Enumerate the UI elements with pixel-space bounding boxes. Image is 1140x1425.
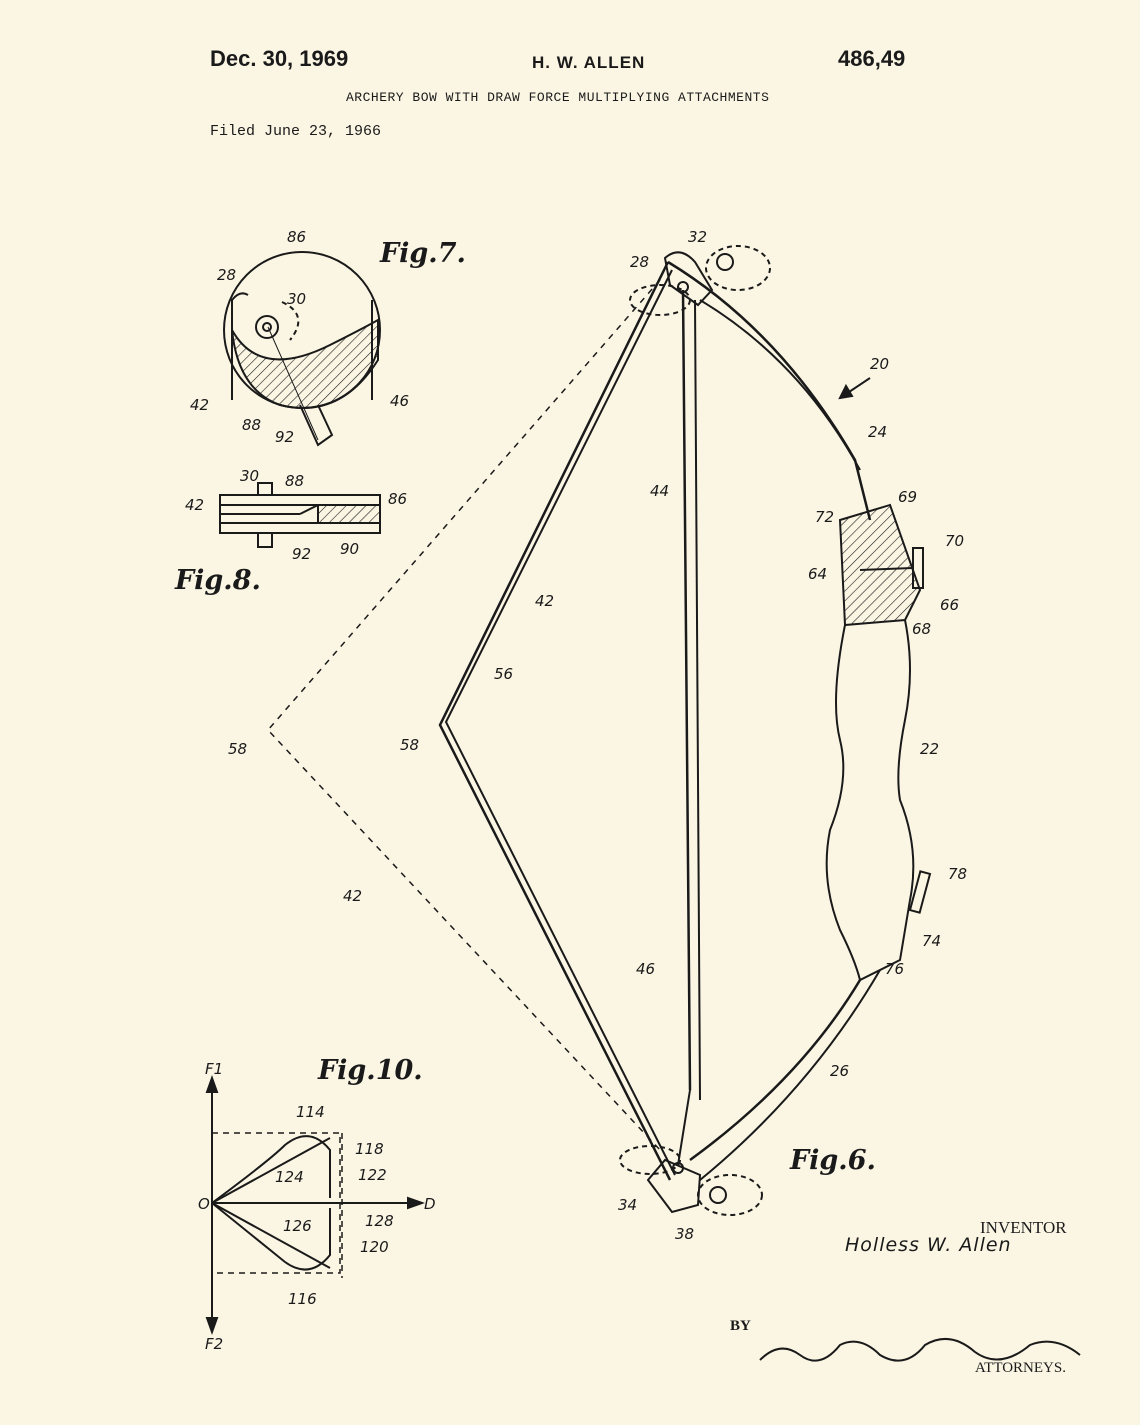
fig6-title: Fig.6. [790,1145,876,1176]
fig8-label: 88 [285,472,305,490]
fig6-label: 24 [868,423,888,441]
patent-title: ARCHERY BOW WITH DRAW FORCE MULTIPLYING … [346,90,770,105]
fig6-label: 56 [494,665,514,683]
fig6-label: 76 [885,960,905,978]
fig10-label: D [424,1195,436,1213]
inventor-signature: Holless W. Allen [845,1234,1012,1256]
fig10-label: 128 [365,1212,394,1230]
fig6-label: 68 [912,620,932,638]
fig6-label: 42 [343,887,363,905]
fig6-label: 20 [870,355,890,373]
fig7-label: 46 [390,392,410,410]
fig10-label: O [198,1195,210,1213]
fig8-label: 86 [388,490,408,508]
fig6-label: 26 [830,1062,850,1080]
fig10-label: 122 [358,1166,387,1184]
fig7-label: 42 [190,396,210,414]
fig7-drawing [223,251,381,447]
fig7-label: 88 [242,416,262,434]
fig10-label: 114 [296,1103,325,1121]
patent-number: 486,49 [838,46,906,71]
fig6-label: 58 [228,740,248,758]
fig6-label: 38 [675,1225,695,1243]
fig6-label: 74 [922,932,942,950]
fig8-label: 30 [240,467,260,485]
fig10-label: F2 [205,1335,224,1353]
fig7-title: Fig.7. [380,238,466,269]
fig6-label: 44 [650,482,670,500]
inventor-label: INVENTOR [980,1218,1067,1237]
by-label: BY [730,1318,751,1334]
fig6-label: 22 [920,740,940,758]
attorney-signature [759,1337,1081,1362]
fig8-label: 90 [340,540,360,558]
fig7-label: 92 [275,428,295,446]
fig6-label: 28 [630,253,650,271]
fig7-label: 28 [217,266,237,284]
fig7-label: 30 [287,290,307,308]
fig10-label: 118 [355,1140,384,1158]
fig10-label: F1 [205,1060,224,1078]
fig8-label: 92 [292,545,312,563]
fig6-label: 34 [618,1196,638,1214]
fig10-label: 120 [360,1238,389,1256]
fig10-label: 116 [288,1290,317,1308]
fig6-label: 66 [940,596,960,614]
fig6-label: 78 [948,865,968,883]
fig8-label: 42 [185,496,205,514]
fig6-label: 64 [808,565,828,583]
inventor-header: H. W. ALLEN [532,53,646,72]
patent-date: Dec. 30, 1969 [210,46,349,71]
fig10-label: 124 [275,1168,304,1186]
fig7-label: 86 [287,228,307,246]
attorneys-label: ATTORNEYS. [975,1360,1066,1376]
filed-date: Filed June 23, 1966 [210,123,382,140]
fig6-label: 32 [688,228,708,246]
fig6-label: 46 [636,960,656,978]
fig10-drawing [205,1075,425,1335]
fig6-label: 42 [535,592,555,610]
fig8-title: Fig.8. [175,565,261,596]
fig6-label: 70 [945,532,965,550]
fig6-drawing [266,245,932,1216]
fig8-drawing [219,482,381,548]
fig10-title: Fig.10. [318,1055,423,1086]
fig10-label: 126 [283,1217,312,1235]
fig6-label: 69 [898,488,918,506]
fig6-label: 58 [400,736,420,754]
fig6-label: 72 [815,508,835,526]
